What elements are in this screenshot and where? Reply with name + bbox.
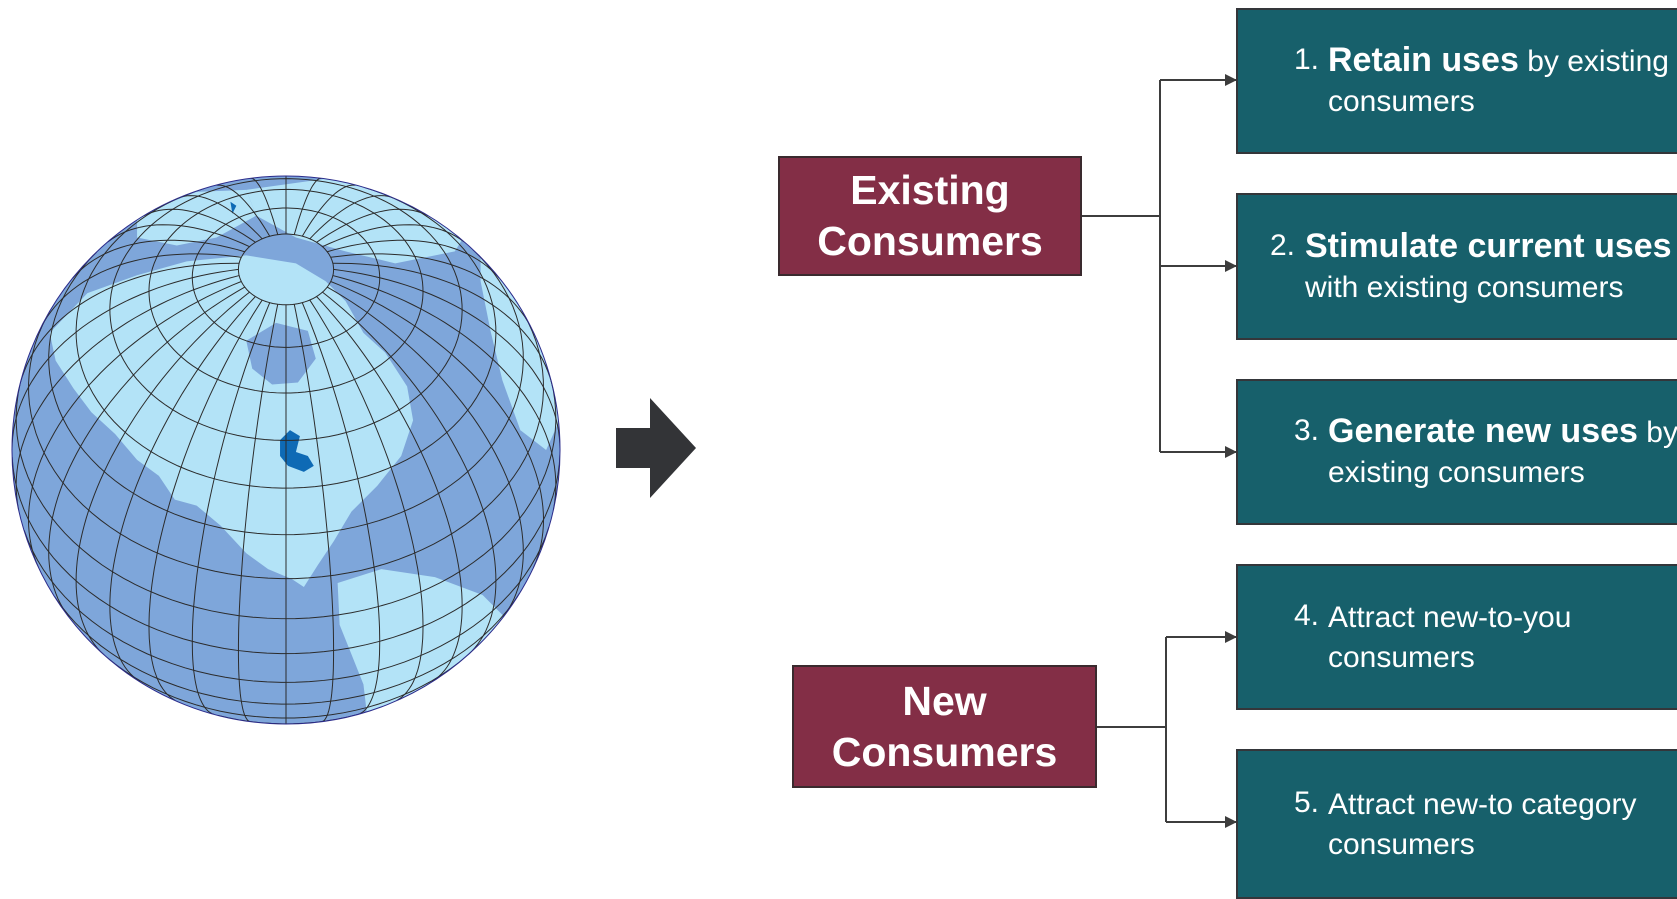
graticule-line (106, 654, 469, 719)
existing-consumers-line2: Consumers (817, 218, 1043, 264)
graticule-line (148, 299, 263, 701)
globe-land-south-america (337, 569, 513, 725)
strategy-rest-text: by existing consumers (1328, 416, 1677, 489)
graticule-line (75, 291, 250, 656)
graticule-line (19, 262, 240, 384)
globe-graticule (11, 175, 561, 725)
graticule-line (54, 593, 520, 705)
graticule-line (301, 302, 381, 715)
graticule-line (11, 268, 239, 451)
strategy-text: Attract new-to category consumers (1328, 783, 1677, 865)
graticule-line (326, 286, 524, 618)
graticule-line (309, 299, 424, 701)
graticule-line (48, 286, 246, 618)
graticule-line (15, 379, 557, 620)
strategy-number: 1. (1294, 43, 1320, 76)
new-consumers-line1: New (902, 677, 987, 724)
graticule-line (107, 224, 250, 248)
right-arrow-icon (616, 398, 696, 498)
graticule-line (327, 239, 500, 279)
strategy-rest-text: with existing consumers (1305, 270, 1624, 304)
graticule-line (23, 526, 550, 683)
strategy-bold-text: Stimulate current uses (1305, 226, 1672, 265)
graticule-line (250, 177, 279, 235)
existing-consumers-box: Existing Consumers (778, 156, 1082, 276)
graticule-line (322, 224, 465, 248)
strategy-rest-text: Attract new-to-you consumers (1328, 601, 1572, 674)
strategy-number: 4. (1294, 599, 1320, 632)
strategy-box-1: 1. Retain uses by existing consumers (1236, 8, 1677, 154)
graticule-line (293, 304, 335, 722)
graticule-line (309, 195, 395, 240)
graticule-line (330, 281, 545, 568)
graticule-line (322, 291, 497, 656)
strategy-box-2: 2. Stimulate current uses with existing … (1236, 193, 1677, 340)
graticule-line (301, 184, 356, 237)
strategy-box-3: 3. Generate new uses by existing consume… (1236, 379, 1677, 525)
strategy-box-5: 5. Attract new-to category consumers (1236, 749, 1677, 899)
graticule-line (332, 262, 553, 384)
strategy-text: Stimulate current uses with existing con… (1305, 226, 1677, 308)
graticule-line (237, 304, 279, 722)
new-consumers-line2: Consumers (831, 728, 1058, 775)
new-consumers-box: New Consumers (792, 665, 1097, 788)
strategy-text: Attract new-to-you consumers (1328, 596, 1677, 678)
graticule-line (72, 239, 245, 279)
graticule-line (332, 275, 557, 511)
graticule-line (316, 296, 463, 683)
graticule-line (109, 296, 256, 683)
strategy-text: Generate new uses by existing consumers (1328, 411, 1677, 493)
graticule-line (330, 253, 532, 328)
strategy-number: 2. (1270, 228, 1296, 262)
graticule-line (177, 195, 263, 240)
strategy-box-4: 4. Attract new-to-you consumers (1236, 564, 1677, 710)
strategy-number: 3. (1294, 414, 1320, 447)
strategy-rest-text: Attract new-to category consumers (1328, 788, 1637, 861)
graticule-line (15, 275, 240, 511)
graticule-line (316, 208, 429, 243)
strategy-text: Retain uses by existing consumers (1328, 40, 1677, 122)
strategy-bold-text: Generate new uses (1328, 412, 1638, 450)
graticule-line (216, 184, 271, 237)
graticule-line (11, 453, 561, 655)
graticule-line (40, 253, 242, 328)
graticule-line (191, 302, 271, 715)
graticule-line (333, 268, 561, 451)
globe-hudson-bay (246, 322, 316, 385)
graticule-line (27, 281, 242, 568)
existing-consumers-line1: Existing (850, 167, 1010, 213)
strategy-bold-text: Retain uses (1328, 41, 1519, 79)
globe-icon (11, 175, 561, 725)
graticule-line (143, 208, 256, 243)
strategy-rest-text: by existing consumers (1328, 45, 1669, 118)
graticule-line (293, 177, 322, 235)
strategy-number: 5. (1294, 786, 1320, 819)
